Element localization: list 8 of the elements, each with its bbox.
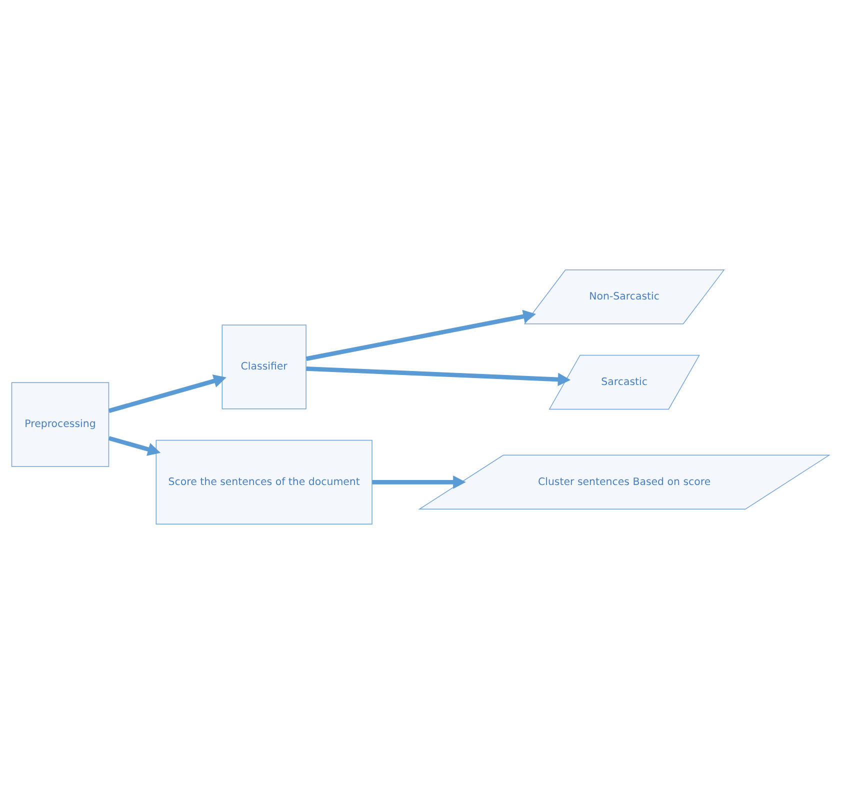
arrow [306,366,571,386]
arrow [372,474,466,488]
node-box: Score the sentences of the document [156,439,372,524]
arrow [108,436,161,456]
node-box: Preprocessing [11,382,110,466]
arrow [108,374,226,412]
node-box: Classifier [222,324,306,409]
arrow [306,309,536,360]
